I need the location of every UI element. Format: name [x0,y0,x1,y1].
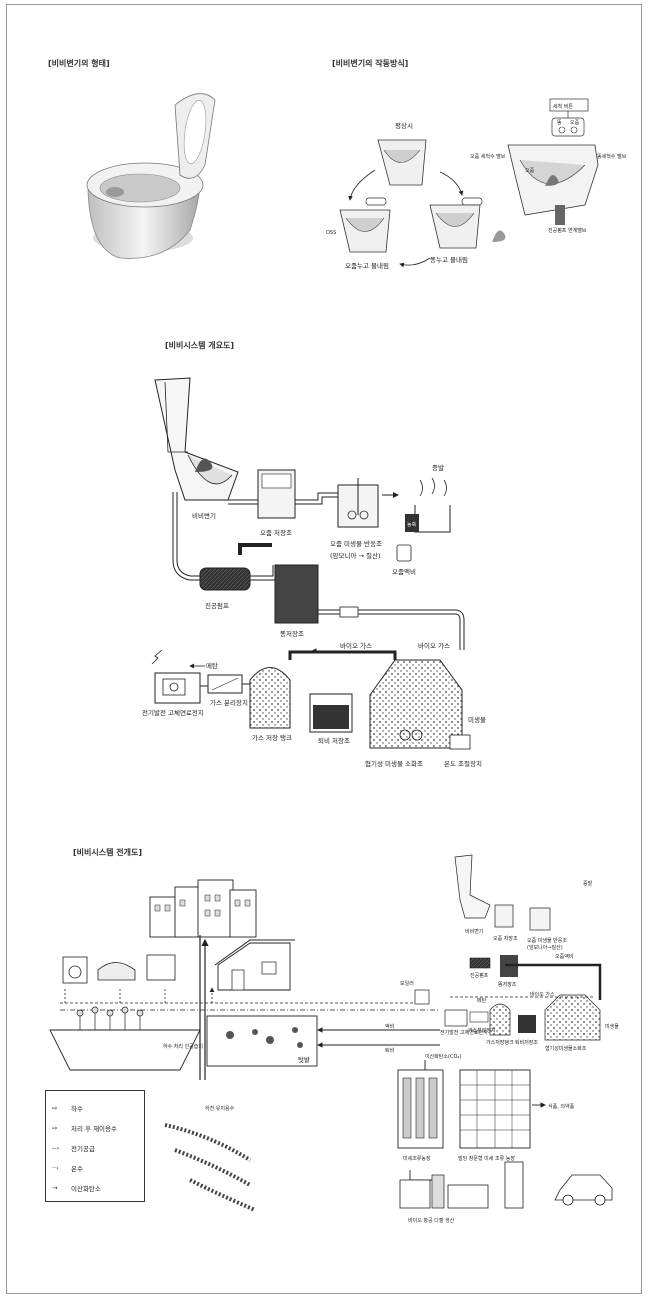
arrow-thin-icon: → [52,1184,58,1192]
label-reactor-sub: (암모니아 → 질산) [330,551,381,560]
label-full-power: 전기발전 고체연료전지 [440,1029,488,1036]
label-microalgae: 미세조류농장 [403,1155,431,1162]
section-title-operation: [비비변기의 작동방식] [332,59,409,68]
label-btn-small: 똥 [557,120,562,126]
label-gas-separator: 가스 분리장치 [210,698,248,707]
legend-item-sewage: ⇨ 하수 [52,1103,83,1113]
label-food: 식품, 의약품 [548,1103,575,1110]
label-feces-valve: 똥세척수 밸브 [597,153,627,160]
label-full-evaporation: 증발 [583,880,593,887]
label-boiler: 보일러 [400,980,414,987]
full-diagram: 하수 처리 인공습지 텃밭 하천 유지용수 비비변기 오줌 저장조 오줌 미생물… [49,854,619,1224]
label-liquid-fertilizer: 액비 [385,1023,394,1030]
legend-item-electricity: --› 전기공급 [52,1143,95,1153]
arrow-dashed-icon: --› [52,1144,60,1152]
label-full-gas-tank: 가스저장탱크 [486,1039,514,1046]
section-title-form: [비비변기의 형태] [48,59,110,68]
label-garden: 텃밭 [298,1055,310,1064]
toilet-illustration [86,93,216,259]
label-flush-button: 세척 버튼 [553,103,573,110]
label-full-digester: 혐기성미생물소화조 [545,1045,587,1052]
label-full-methane: 메탄 [477,997,487,1004]
label-methane: 메탄 [206,661,218,670]
label-full-compost-tank: 퇴비저장조 [515,1039,538,1046]
label-vacuum-pump: 진공펌프 [205,601,229,610]
label-full-reactor-sub: (암모니아→질산) [527,944,563,951]
label-full-toilet: 비비변기 [465,928,483,935]
label-vacuum-valve: 진공펌프 연계밸브 [548,227,587,234]
label-evaporation: 증발 [432,463,444,472]
label-compost: 퇴비 [385,1047,394,1054]
legend-label-electricity: 전기공급 [71,1145,95,1153]
label-digester: 혐기성 미생물 소화조 [365,759,423,768]
legend-label-hot-water: 온수 [71,1165,83,1173]
section-title-overview: [비비시스템 개요도] [165,341,234,350]
label-full-reactor: 오줌 미생물 반응조 [527,937,567,944]
legend-item-reuse: ⇨ 처리 후 재이용수 [52,1123,117,1133]
label-biogas-2: 바이오 가스 [418,641,450,650]
label-gas-tank: 가스 저장 탱크 [252,733,292,742]
label-urine-valve: 오줌 세척수 밸브 [470,153,506,160]
label-urine-tank: 오줌 저장조 [260,528,292,537]
legend-label-sewage: 하수 [71,1105,83,1113]
arrow-thick-icon: ⇨ [52,1104,58,1112]
legend-item-hot-water: ··› 온수 [52,1163,83,1173]
label-full-vacuum-pump: 진공펌프 [470,972,489,979]
label-microbe: 미생물 [468,715,486,724]
label-co2: 이산화탄소(CO₂) [425,1053,461,1060]
arrow-hollow-icon: ⇨ [52,1124,58,1132]
label-temp-control: 온도 조절장치 [444,759,482,768]
label-reactor: 오줌 미생물 반응조 [330,539,382,548]
label-full-microbe: 미생물 [605,1023,619,1030]
operation-diagram: 평상시 OSS 오줌누고 물내림 똥누고 물내림 세척 버튼 똥 오줌 오줌 오… [326,98,627,270]
label-full-urine-liquid: 오줌액비 [555,953,573,960]
legend-item-co2: → 이산화탄소 [52,1183,101,1193]
label-building-farm: 빌딩 창문형 미세 조류 농장 [458,1155,515,1162]
label-urine-side: 오줌 [525,168,535,174]
arrow-dotted-icon: ··› [52,1164,59,1172]
label-full-feces-tank: 똥저장조 [498,981,517,988]
page-frame [6,4,642,1294]
label-power: 전기발전 고체연료전지 [142,708,204,717]
section-title-full: [비비시스템 전개도] [73,848,142,857]
legend-label-co2: 이산화탄소 [71,1185,101,1193]
label-full-biogas: 바이오 가스 [530,991,555,998]
label-wastewater: 하수 처리 인공습지 [163,1043,203,1050]
legend-label-reuse: 처리 후 재이용수 [71,1125,117,1133]
label-concentrate: 농축 [407,521,417,528]
label-biogas: 바이오 가스 [340,641,372,650]
label-feces-flush: 똥누고 물내림 [430,255,468,264]
label-full-urine-tank: 오줌 저장조 [493,935,518,942]
legend: ⇨ 하수 ⇨ 처리 후 재이용수 --› 전기공급 ··› 온수 → 이산화탄소 [45,1090,145,1202]
label-urine-liquid: 오줌액비 [392,567,416,576]
label-feces-tank: 똥저장조 [280,629,304,638]
label-normal: 평상시 [395,121,413,130]
label-urine-flush: 오줌누고 물내림 [345,261,389,270]
label-oss: OSS [326,230,336,236]
label-overview-toilet: 비비변기 [192,511,216,520]
label-biofuel: 바이오 항공 디젤 생산 [408,1217,455,1224]
label-compost-tank: 퇴비 저장조 [318,736,350,745]
overview-diagram: 비비변기 오줌 저장조 오줌 미생물 반응조 (암모니아 → 질산) 증발 농축… [142,377,486,768]
label-full-gas-separator: 가스분리장치 [468,1027,496,1034]
label-btn-big: 오줌 [570,120,580,126]
label-river: 하천 유지용수 [205,1105,235,1112]
